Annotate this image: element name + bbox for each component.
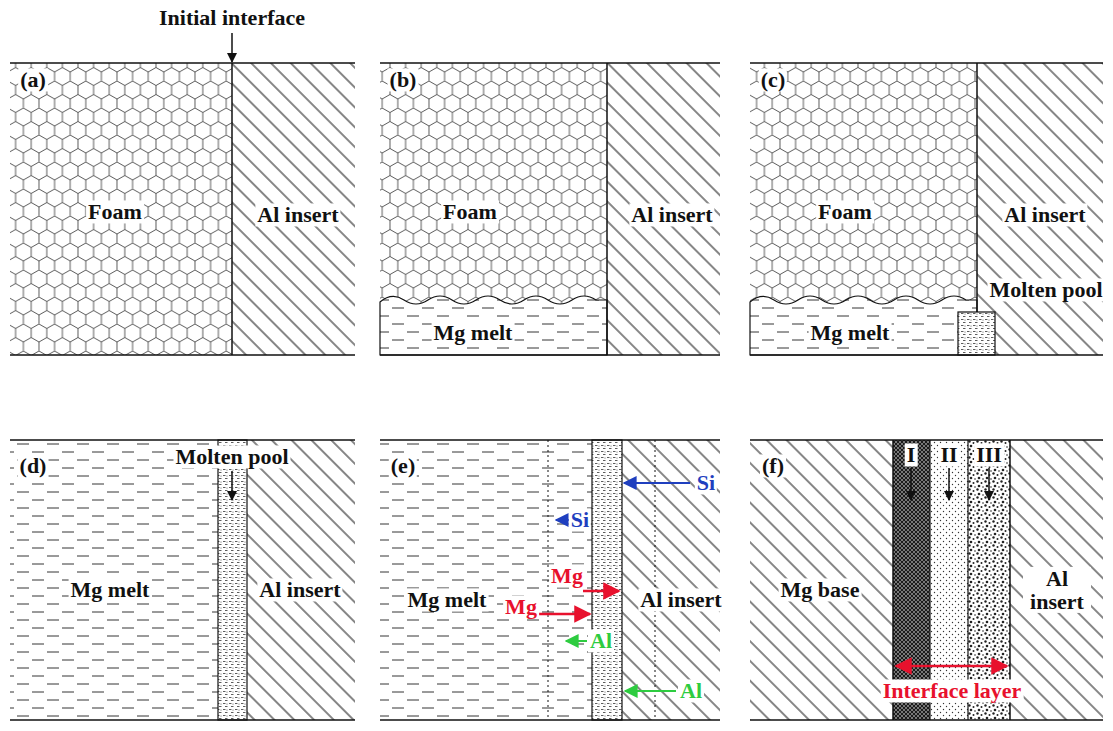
panel-letter: (d) [18, 454, 49, 477]
illustration-part [566, 640, 587, 642]
panel-letter: (f) [760, 454, 786, 477]
element-label: Al [678, 679, 704, 702]
illustration-part [1010, 440, 1103, 720]
illustration-part [583, 590, 619, 593]
illustration-part [247, 440, 355, 720]
illustration-part [1009, 440, 1011, 720]
illustration-part [10, 63, 232, 355]
illustration-part [606, 63, 608, 355]
illustration-part [231, 63, 233, 355]
region-label: Mg melt [69, 578, 152, 601]
illustration-part [10, 439, 355, 441]
illustration-part [910, 468, 912, 500]
illustration-part [380, 719, 720, 721]
illustration-part [896, 665, 1007, 668]
element-label: Mg [503, 595, 539, 618]
dimension-label: Interface layer [881, 679, 1024, 702]
illustration-part [380, 63, 607, 355]
layer-number: III [974, 443, 1004, 466]
callout-label: Initial interface [157, 6, 307, 29]
panel-f [750, 440, 1103, 720]
region-label: Mg melt [406, 588, 489, 611]
illustration-part [750, 719, 1103, 721]
illustration-part [750, 296, 977, 355]
illustration-part [929, 440, 930, 720]
illustration-part [948, 468, 950, 500]
illustration-part [380, 440, 592, 720]
element-label: Si [695, 471, 717, 494]
illustration-part [380, 296, 607, 355]
illustration-part [750, 63, 977, 355]
region-label: Al insert [257, 578, 342, 601]
callout-label: Molten pool [173, 445, 290, 468]
illustration-part [592, 440, 622, 720]
illustration-part [750, 440, 893, 720]
illustration-part [892, 440, 894, 720]
illustration-part [976, 63, 978, 312]
region-label: Al insert [1023, 567, 1091, 613]
panel-e [380, 440, 720, 720]
illustration-part [750, 439, 1103, 441]
panel-letter: (c) [759, 68, 787, 91]
illustration-part [218, 440, 247, 720]
illustration-part [750, 296, 977, 355]
panel-a [10, 33, 355, 355]
illustration-part [10, 62, 355, 64]
region-label: Foam [816, 200, 874, 223]
illustration-part [556, 519, 569, 521]
region-label: Molten pool [987, 278, 1104, 301]
illustration-part [893, 440, 930, 720]
illustration-part [232, 63, 355, 355]
region-label: Al insert [638, 588, 723, 611]
illustration-part [958, 312, 995, 355]
layer-number: I [905, 443, 918, 466]
region-label: Foam [86, 200, 144, 223]
region-label: Al insert [255, 203, 340, 226]
illustration-part [977, 63, 1103, 355]
panel-d [10, 440, 355, 720]
illustration-part [10, 719, 355, 721]
illustration-part [968, 440, 1010, 720]
illustration-part [380, 62, 720, 64]
illustration-part [967, 440, 968, 720]
illustration-part [624, 482, 690, 484]
illustration-part [231, 33, 233, 62]
illustration-part [10, 440, 218, 720]
panel-b [380, 63, 720, 355]
panel-c [750, 63, 1103, 355]
illustration-part [380, 439, 720, 441]
region-label: Mg melt [432, 321, 515, 344]
panel-letter: (a) [18, 68, 48, 91]
illustration-part [10, 354, 355, 356]
region-label: Al insert [1002, 203, 1087, 226]
illustration-part [625, 690, 676, 692]
region-label: Al insert [629, 203, 714, 226]
illustration-part [750, 62, 1103, 64]
region-label: Mg melt [809, 321, 892, 344]
panel-letter: (e) [389, 454, 417, 477]
illustration-part [988, 468, 990, 500]
illustration-part [750, 354, 1103, 356]
illustration-part [380, 296, 607, 355]
illustration-part [750, 296, 977, 355]
element-label: Al [588, 629, 614, 652]
illustration-part [622, 440, 720, 720]
element-label: Si [569, 508, 591, 531]
illustration-part [380, 354, 720, 356]
illustration-part [231, 471, 233, 500]
element-label: Mg [549, 564, 585, 587]
illustration-part [607, 63, 720, 355]
layer-number: II [938, 443, 959, 466]
illustration-part [930, 440, 968, 720]
region-label: Foam [441, 200, 499, 223]
illustration-part [538, 613, 590, 616]
panel-letter: (b) [388, 68, 419, 91]
region-label: Mg base [779, 578, 862, 601]
